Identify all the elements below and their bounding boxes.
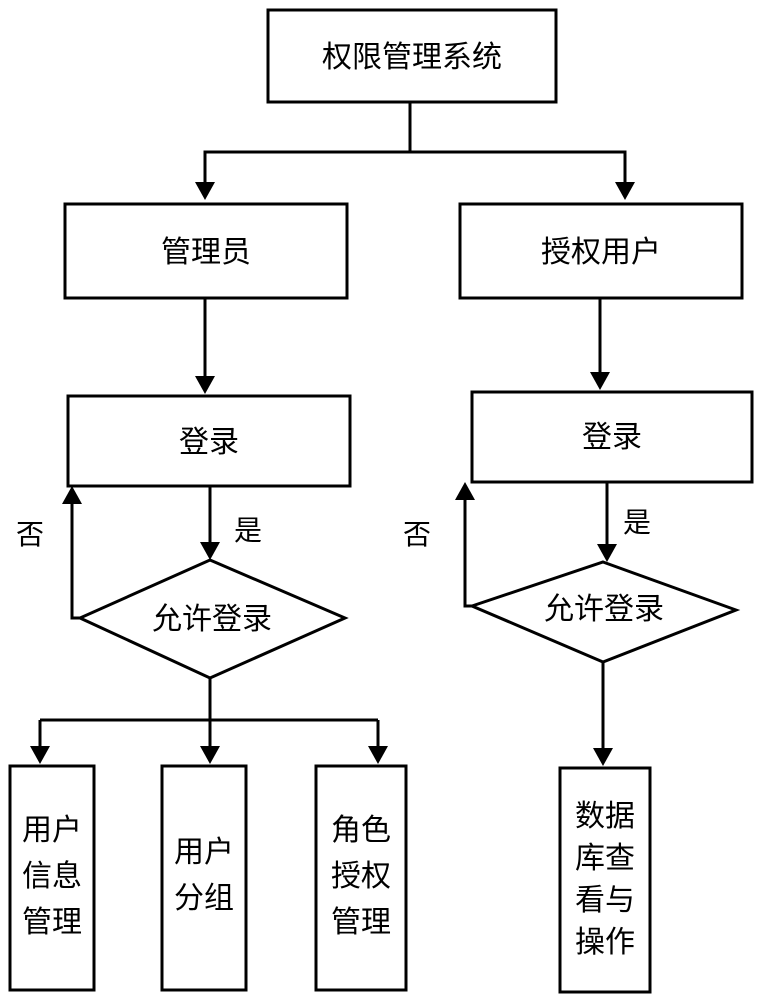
node-user-group-line-1: 用户 [174, 835, 234, 870]
node-role-auth-line-2: 授权 [331, 859, 391, 894]
node-user-group: 用户 分组 [162, 766, 246, 990]
node-user-allow: 允许登录 [472, 562, 736, 662]
node-role-auth-mgmt: 角色 授权 管理 [316, 766, 406, 990]
node-role-auth-line-3: 管理 [331, 905, 391, 940]
edge-root-to-user [410, 152, 625, 188]
arrowhead-user-group [200, 746, 220, 764]
edge-label-user-no: 否 [403, 518, 431, 551]
node-role-auth-line-1: 角色 [331, 813, 391, 848]
edge-user-allow-no [465, 496, 472, 606]
node-user-login: 登录 [472, 392, 752, 482]
arrowhead-admin-allow [200, 542, 220, 560]
edge-label-admin-no: 否 [16, 518, 44, 551]
node-admin-login-label: 登录 [179, 425, 239, 460]
edge-label-admin-yes: 是 [234, 514, 262, 547]
node-user-info-mgmt: 用户 信息 管理 [10, 766, 94, 990]
node-user: 授权用户 [460, 204, 742, 298]
arrowhead-user-login [590, 372, 610, 390]
arrowhead-admin-no [62, 486, 82, 504]
node-db-line-1: 数据 [575, 799, 635, 834]
arrowhead-user-info [30, 746, 50, 764]
arrowhead-user [615, 182, 635, 200]
node-admin-label: 管理员 [161, 235, 251, 270]
node-user-label: 授权用户 [541, 235, 661, 270]
node-db-line-2: 库查 [575, 841, 635, 876]
node-root: 权限管理系统 [268, 10, 556, 102]
arrowhead-admin-login [195, 376, 215, 394]
node-admin-allow: 允许登录 [80, 560, 345, 678]
node-db-line-4: 操作 [575, 925, 635, 960]
node-admin: 管理员 [65, 204, 347, 298]
edge-label-user-yes: 是 [623, 506, 651, 539]
node-user-login-label: 登录 [582, 420, 642, 455]
arrowhead-admin [195, 182, 215, 200]
node-user-group-line-2: 分组 [174, 881, 234, 916]
node-admin-login: 登录 [68, 396, 350, 486]
node-db-line-3: 看与 [575, 883, 635, 918]
arrowhead-user-allow [597, 544, 617, 562]
edge-admin-allow-no [72, 500, 80, 618]
node-user-info-line-1: 用户 [22, 813, 82, 848]
node-user-allow-label: 允许登录 [544, 592, 664, 627]
arrowhead-role-auth [368, 746, 388, 764]
node-user-info-line-3: 管理 [22, 905, 82, 940]
arrowhead-db [593, 748, 613, 766]
node-admin-allow-label: 允许登录 [152, 602, 272, 637]
edge-root-to-admin [205, 152, 410, 192]
node-db-view-ops: 数据 库查 看与 操作 [560, 768, 650, 992]
node-user-info-line-2: 信息 [22, 859, 82, 894]
node-root-label: 权限管理系统 [322, 40, 502, 75]
arrowhead-user-no [455, 482, 475, 500]
